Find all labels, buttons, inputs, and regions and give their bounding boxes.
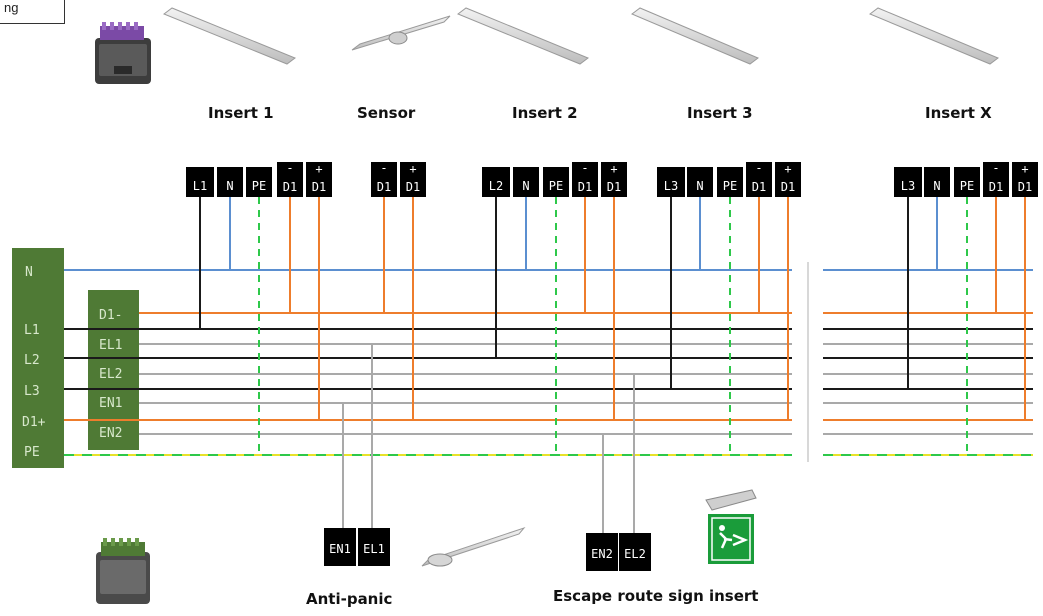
terminal-label-insert1-l1: L1 xyxy=(193,179,207,193)
label-insert3: Insert 3 xyxy=(687,104,753,122)
supply-label-d1plus: D1+ xyxy=(22,415,46,430)
terminal-insert3-d1minus xyxy=(746,162,772,197)
terminal-label-insertx-pe: PE xyxy=(960,179,974,193)
control-terminal-block xyxy=(88,290,139,450)
terminal-label-sensor-d1minus: D1 xyxy=(377,180,391,194)
terminal-label-insert1-d1minus: D1 xyxy=(283,180,297,194)
power-module-image-bottom xyxy=(96,538,150,604)
supply-label-l1: L1 xyxy=(24,323,40,338)
terminal-sign-insert2-plus: + xyxy=(610,162,617,176)
terminal-label-escape-el2: EL2 xyxy=(624,547,646,561)
terminal-label-insertx-d1plus: D1 xyxy=(1018,180,1032,194)
terminal-label-escape-en2: EN2 xyxy=(591,547,613,561)
control-label-d1minus: D1- xyxy=(99,308,122,323)
terminal-sign-insert3-plus: + xyxy=(784,162,791,176)
terminal-escape-el2 xyxy=(619,533,651,571)
label-antipanic: Anti-panic xyxy=(306,590,393,608)
terminal-insert1-d1plus xyxy=(306,162,332,197)
luminaire-image-insert2 xyxy=(456,7,590,65)
terminal-insert3-l3 xyxy=(657,167,685,197)
terminal-label-insert3-l3: L3 xyxy=(664,179,678,193)
terminal-sign-insert2-minus: - xyxy=(581,161,588,175)
supply-label-l3: L3 xyxy=(24,384,40,399)
exit-sign-image xyxy=(705,489,757,564)
terminal-insert3-n xyxy=(687,167,713,197)
label-insert1: Insert 1 xyxy=(208,104,274,122)
terminal-label-antipanic-en1: EN1 xyxy=(329,542,351,556)
terminal-sign-sensor-plus: + xyxy=(409,162,416,176)
terminal-label-insert2-pe: PE xyxy=(549,179,563,193)
supply-label-l2: L2 xyxy=(24,353,40,368)
supply-label-n: N xyxy=(25,265,33,280)
luminaire-image-insert3 xyxy=(631,7,759,65)
terminal-label-insert3-d1minus: D1 xyxy=(752,180,766,194)
terminal-label-antipanic-el1: EL1 xyxy=(363,542,385,556)
terminal-insertx-d1plus xyxy=(1012,162,1038,197)
terminal-insert1-pe xyxy=(246,167,272,197)
terminal-label-insertx-n: N xyxy=(933,179,940,193)
terminal-label-insert3-d1plus: D1 xyxy=(781,180,795,194)
terminal-label-insertx-d1minus: D1 xyxy=(989,180,1003,194)
terminal-insert1-n xyxy=(217,167,243,197)
control-label-el1: EL1 xyxy=(99,338,122,353)
label-insertx: Insert X xyxy=(925,104,992,122)
terminal-sign-insertx-plus: + xyxy=(1021,162,1028,176)
terminal-antipanic-el1 xyxy=(358,528,390,566)
luminaire-image-insertx xyxy=(869,7,999,65)
control-label-en1: EN1 xyxy=(99,396,122,411)
terminal-insert2-d1plus xyxy=(601,162,627,197)
label-sensor: Sensor xyxy=(357,104,416,122)
sensor-image xyxy=(351,15,451,51)
terminal-insertx-n xyxy=(924,167,950,197)
terminal-label-insert3-pe: PE xyxy=(723,179,737,193)
terminal-sign-insertx-minus: - xyxy=(992,161,999,175)
terminal-sign-insert3-minus: - xyxy=(755,161,762,175)
terminal-insertx-pe xyxy=(954,167,980,197)
label-escape-route-sign: Escape route sign insert xyxy=(553,587,759,605)
terminal-label-insert1-n: N xyxy=(226,179,233,193)
antipanic-luminaire-image xyxy=(421,526,526,567)
terminal-insert2-l2 xyxy=(482,167,510,197)
luminaire-image-insert1 xyxy=(162,7,297,65)
terminal-label-insert2-l2: L2 xyxy=(489,179,503,193)
terminal-label-insert3-n: N xyxy=(696,179,703,193)
control-label-el2: EL2 xyxy=(99,367,122,382)
terminal-escape-en2 xyxy=(586,533,618,571)
terminal-insert2-n xyxy=(513,167,539,197)
terminal-sign-insert1-plus: + xyxy=(315,162,322,176)
terminal-insertx-l3 xyxy=(894,167,922,197)
terminal-sensor-d1minus xyxy=(371,162,397,197)
terminal-insert1-l1 xyxy=(186,167,214,197)
terminal-insert2-pe xyxy=(543,167,569,197)
terminal-label-insertx-l3: L3 xyxy=(901,179,915,193)
power-module-image-top xyxy=(95,22,151,84)
supply-terminal-block xyxy=(12,248,64,468)
terminal-antipanic-en1 xyxy=(324,528,356,566)
terminal-label-insert1-d1plus: D1 xyxy=(312,180,326,194)
terminal-insert3-d1plus xyxy=(775,162,801,197)
control-label-en2: EN2 xyxy=(99,426,122,441)
terminal-label-insert1-pe: PE xyxy=(252,179,266,193)
terminal-label-insert2-n: N xyxy=(522,179,529,193)
terminal-sign-sensor-minus: - xyxy=(380,161,387,175)
terminal-label-insert2-d1minus: D1 xyxy=(578,180,592,194)
supply-label-pe: PE xyxy=(24,445,40,460)
terminal-insert1-d1minus xyxy=(277,162,303,197)
terminal-sensor-d1plus xyxy=(400,162,426,197)
terminal-insert3-pe xyxy=(717,167,743,197)
terminal-label-insert2-d1plus: D1 xyxy=(607,180,621,194)
terminal-insertx-d1minus xyxy=(983,162,1009,197)
label-insert2: Insert 2 xyxy=(512,104,578,122)
terminal-sign-insert1-minus: - xyxy=(286,161,293,175)
corner-title-fragment: ng xyxy=(0,0,65,24)
terminal-label-sensor-d1plus: D1 xyxy=(406,180,420,194)
terminal-insert2-d1minus xyxy=(572,162,598,197)
